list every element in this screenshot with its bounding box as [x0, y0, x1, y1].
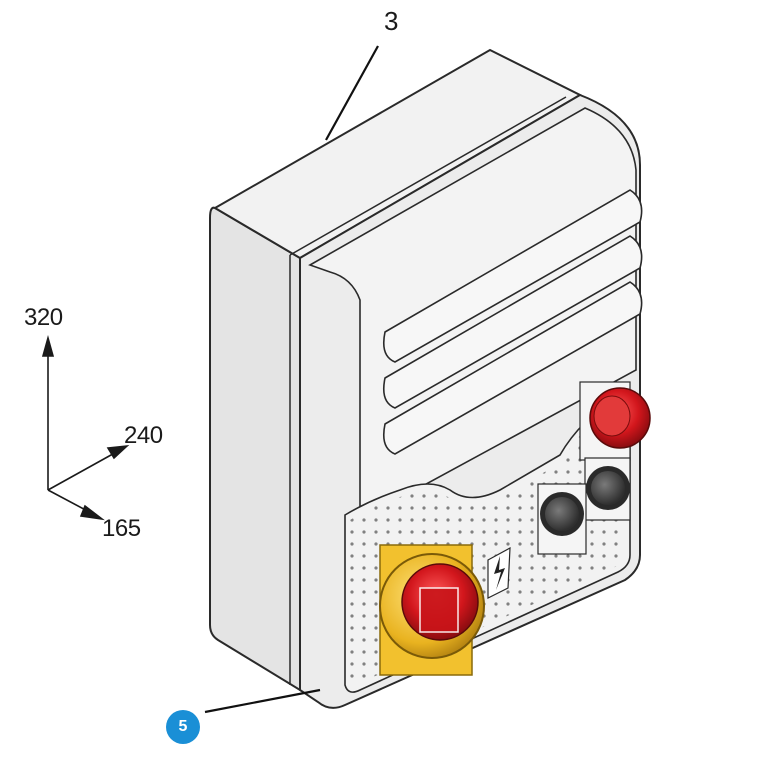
dimension-axes	[41, 335, 130, 521]
main-switch	[379, 544, 485, 676]
lightning-icon	[487, 546, 511, 599]
dimension-depth-label: 165	[102, 515, 141, 542]
callout-leader-3	[325, 45, 379, 141]
callout-leader-5	[204, 688, 321, 714]
emergency-stop-icon	[579, 381, 651, 461]
callout-number-top: 3	[384, 6, 399, 36]
callout-badge-bottom: 5	[166, 710, 200, 744]
push-button-grey-left	[537, 483, 587, 555]
push-button-grey-right	[584, 457, 631, 521]
lid-ribs	[382, 189, 643, 455]
dimension-height-label: 320	[24, 304, 63, 331]
enclosure-side-panel	[209, 206, 301, 692]
dimension-width-label: 240	[124, 422, 163, 449]
